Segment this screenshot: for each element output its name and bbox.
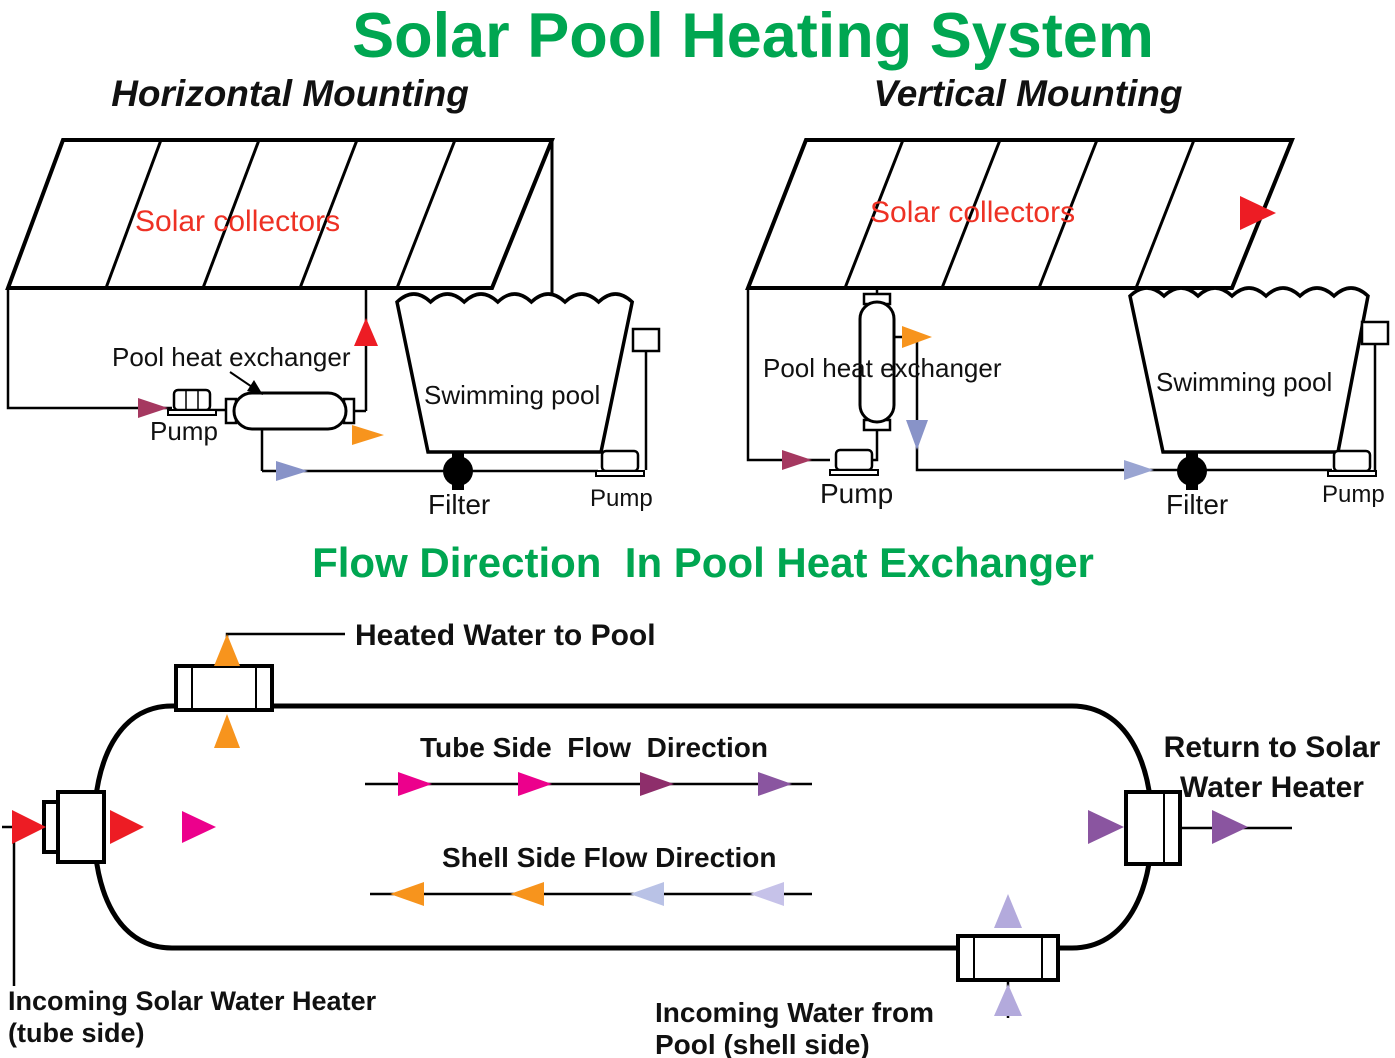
incoming-pool-label-line1: Incoming Water from — [655, 997, 934, 1028]
pipe — [872, 430, 879, 462]
vertical-mounting-section: Solar collectors Pool heat exchanger Pum… — [745, 138, 1390, 520]
leader-line — [225, 632, 345, 666]
pump-left-label: Pump — [150, 416, 218, 446]
filter-icon — [1177, 452, 1207, 490]
right-nozzle — [1124, 790, 1182, 866]
flow-arrow-maroon — [138, 398, 168, 418]
swimming-pool-label: Swimming pool — [424, 380, 600, 410]
flow-arrow-purple — [1088, 810, 1124, 844]
filter-icon — [443, 452, 473, 490]
horizontal-mounting-section: Solar collectors Pump Pool heat exchange… — [5, 138, 661, 520]
panel-divider-line — [1134, 139, 1196, 289]
panel-divider-line — [1037, 139, 1099, 289]
leader-arrowhead — [247, 380, 263, 395]
flow-arrow-lavender — [994, 984, 1022, 1016]
panel-divider-line — [940, 139, 1002, 289]
swimming-pool-label: Swimming pool — [1156, 367, 1332, 397]
flow-direction-title: Flow Direction In Pool Heat Exchanger — [312, 539, 1094, 586]
pump-icon — [1327, 449, 1377, 477]
flow-arrow-lavender — [994, 894, 1022, 928]
pump-left-label: Pump — [820, 478, 893, 509]
filter-label: Filter — [1166, 489, 1228, 520]
flow-arrow-maroon — [782, 450, 812, 470]
return-label-line1: Return to Solar — [1164, 731, 1381, 764]
flow-arrow-magenta — [182, 811, 216, 843]
swimming-pool — [395, 292, 635, 454]
pump-icon — [167, 388, 217, 416]
panel-divider-line — [395, 139, 457, 289]
flow-arrow-red — [12, 810, 46, 844]
pool-heat-exchanger-icon — [858, 292, 896, 432]
exchanger-shell-body — [91, 703, 1155, 951]
incoming-pool-label-line2: Pool (shell side) — [655, 1029, 870, 1058]
flow-arrow-slate — [276, 461, 308, 481]
panel-divider-line — [104, 139, 163, 289]
flow-arrow-orange — [902, 326, 932, 348]
tube-side-label: Tube Side Flow Direction — [420, 732, 768, 763]
tube-flow-arrow — [640, 772, 674, 796]
flow-arrow-orange — [352, 425, 384, 445]
pipe — [6, 288, 172, 410]
pump-icon — [829, 448, 879, 476]
vertical-mounting-heading: Vertical Mounting — [873, 73, 1182, 114]
pool-fitting — [631, 327, 661, 353]
pump-right-label: Pump — [590, 485, 653, 512]
left-nozzle — [42, 790, 106, 864]
flow-arrow-purple — [1212, 810, 1248, 844]
shell-flow-arrow — [630, 882, 664, 906]
flow-arrow-red — [354, 318, 378, 346]
bottom-nozzle — [956, 934, 1060, 982]
heat-exchanger-flow-section: Heated Water to Pool Incoming Solar Wate… — [2, 619, 1381, 1058]
pool-fitting — [1360, 320, 1390, 346]
heat-exchanger-label: Pool heat exchanger — [112, 342, 351, 372]
pump-icon — [595, 449, 645, 477]
flow-arrow-orange — [214, 634, 240, 666]
tube-flow-arrow — [758, 772, 792, 796]
heated-water-label: Heated Water to Pool — [355, 619, 656, 652]
shell-flow-arrow — [510, 882, 544, 906]
shell-side-label: Shell Side Flow Direction — [442, 842, 777, 873]
tube-flow-arrow — [398, 772, 432, 796]
solar-collectors-label: Solar collectors — [870, 196, 1075, 229]
panel-divider-line — [843, 139, 905, 289]
solar-collector-panel — [5, 138, 555, 290]
heat-exchanger-label: Pool heat exchanger — [763, 353, 1002, 383]
tube-flow-arrow — [518, 772, 552, 796]
panel-divider-line — [201, 139, 261, 289]
flow-arrow-orange — [214, 714, 240, 748]
solar-collector-panel — [745, 138, 1295, 290]
flow-arrow-slate — [906, 420, 928, 450]
top-nozzle — [174, 664, 274, 712]
horizontal-mounting-heading: Horizontal Mounting — [111, 73, 469, 114]
flow-arrow-red — [1240, 196, 1276, 230]
swimming-pool — [1128, 286, 1370, 454]
flow-arrow-red — [110, 810, 144, 844]
panel-divider-line — [298, 139, 359, 289]
flow-arrow-slate-light — [1124, 460, 1154, 480]
shell-flow-arrow — [390, 882, 424, 906]
incoming-solar-label-line1: Incoming Solar Water Heater — [8, 986, 377, 1016]
shell-flow-arrow — [750, 882, 784, 906]
page-title: Solar Pool Heating System — [352, 1, 1154, 71]
filter-label: Filter — [428, 489, 490, 520]
pool-heat-exchanger-icon — [224, 391, 356, 431]
solar-collectors-label: Solar collectors — [135, 205, 340, 238]
incoming-solar-label-line2: (tube side) — [8, 1018, 145, 1048]
pump-right-label: Pump — [1322, 481, 1385, 508]
return-label-line2: Water Heater — [1180, 771, 1364, 804]
